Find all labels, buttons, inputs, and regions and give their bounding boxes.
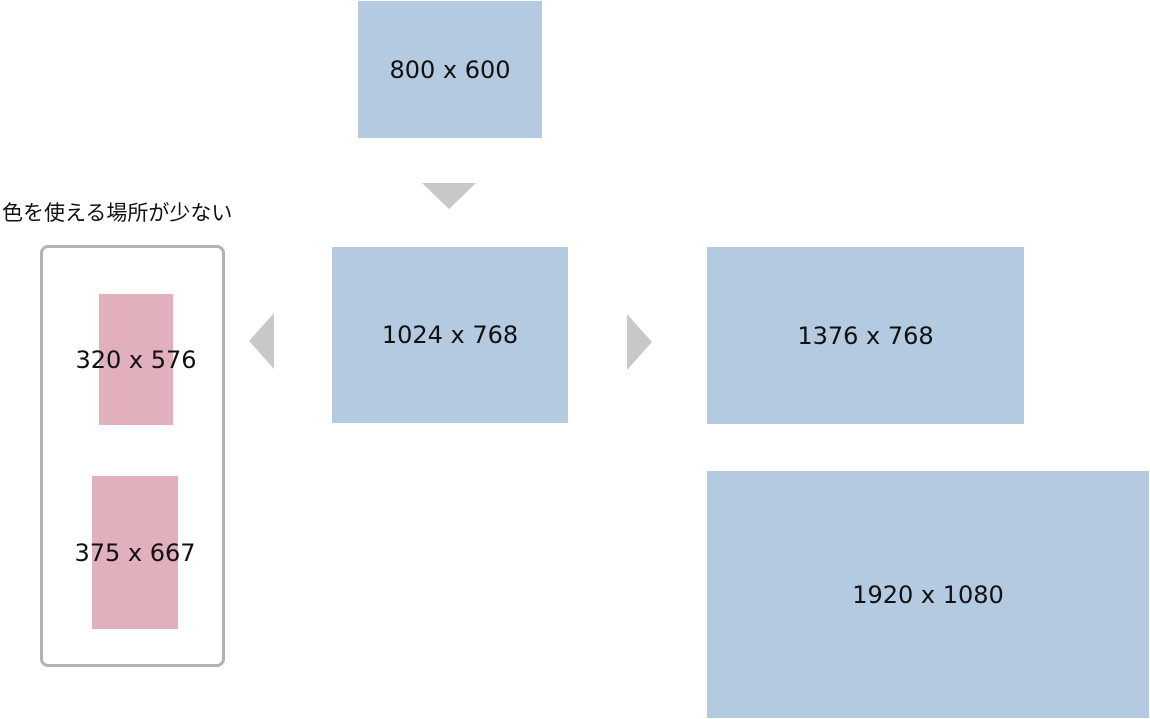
resolution-label: 800 x 600 [389, 55, 511, 84]
resolution-box-320x576: 320 x 576 [75, 294, 197, 425]
resolution-label: 375 x 667 [74, 538, 196, 567]
resolution-box-1376x768: 1376 x 768 [707, 247, 1024, 424]
mobile-group-frame [40, 245, 225, 667]
resolution-box-375x667: 375 x 667 [74, 476, 196, 629]
resolution-label: 1376 x 768 [797, 321, 934, 350]
note-text: 色を使える場所が少ない [2, 201, 233, 225]
arrow-down-icon [422, 183, 476, 209]
resolution-box-800x600: 800 x 600 [358, 1, 542, 138]
arrow-left-icon [249, 313, 274, 369]
resolution-label: 320 x 576 [75, 345, 197, 374]
resolution-box-1024x768: 1024 x 768 [332, 247, 568, 423]
resolution-label: 1920 x 1080 [852, 580, 1004, 609]
resolution-label: 1024 x 768 [381, 321, 519, 349]
arrow-right-icon [627, 314, 652, 370]
resolution-box-1920x1080: 1920 x 1080 [707, 471, 1149, 718]
